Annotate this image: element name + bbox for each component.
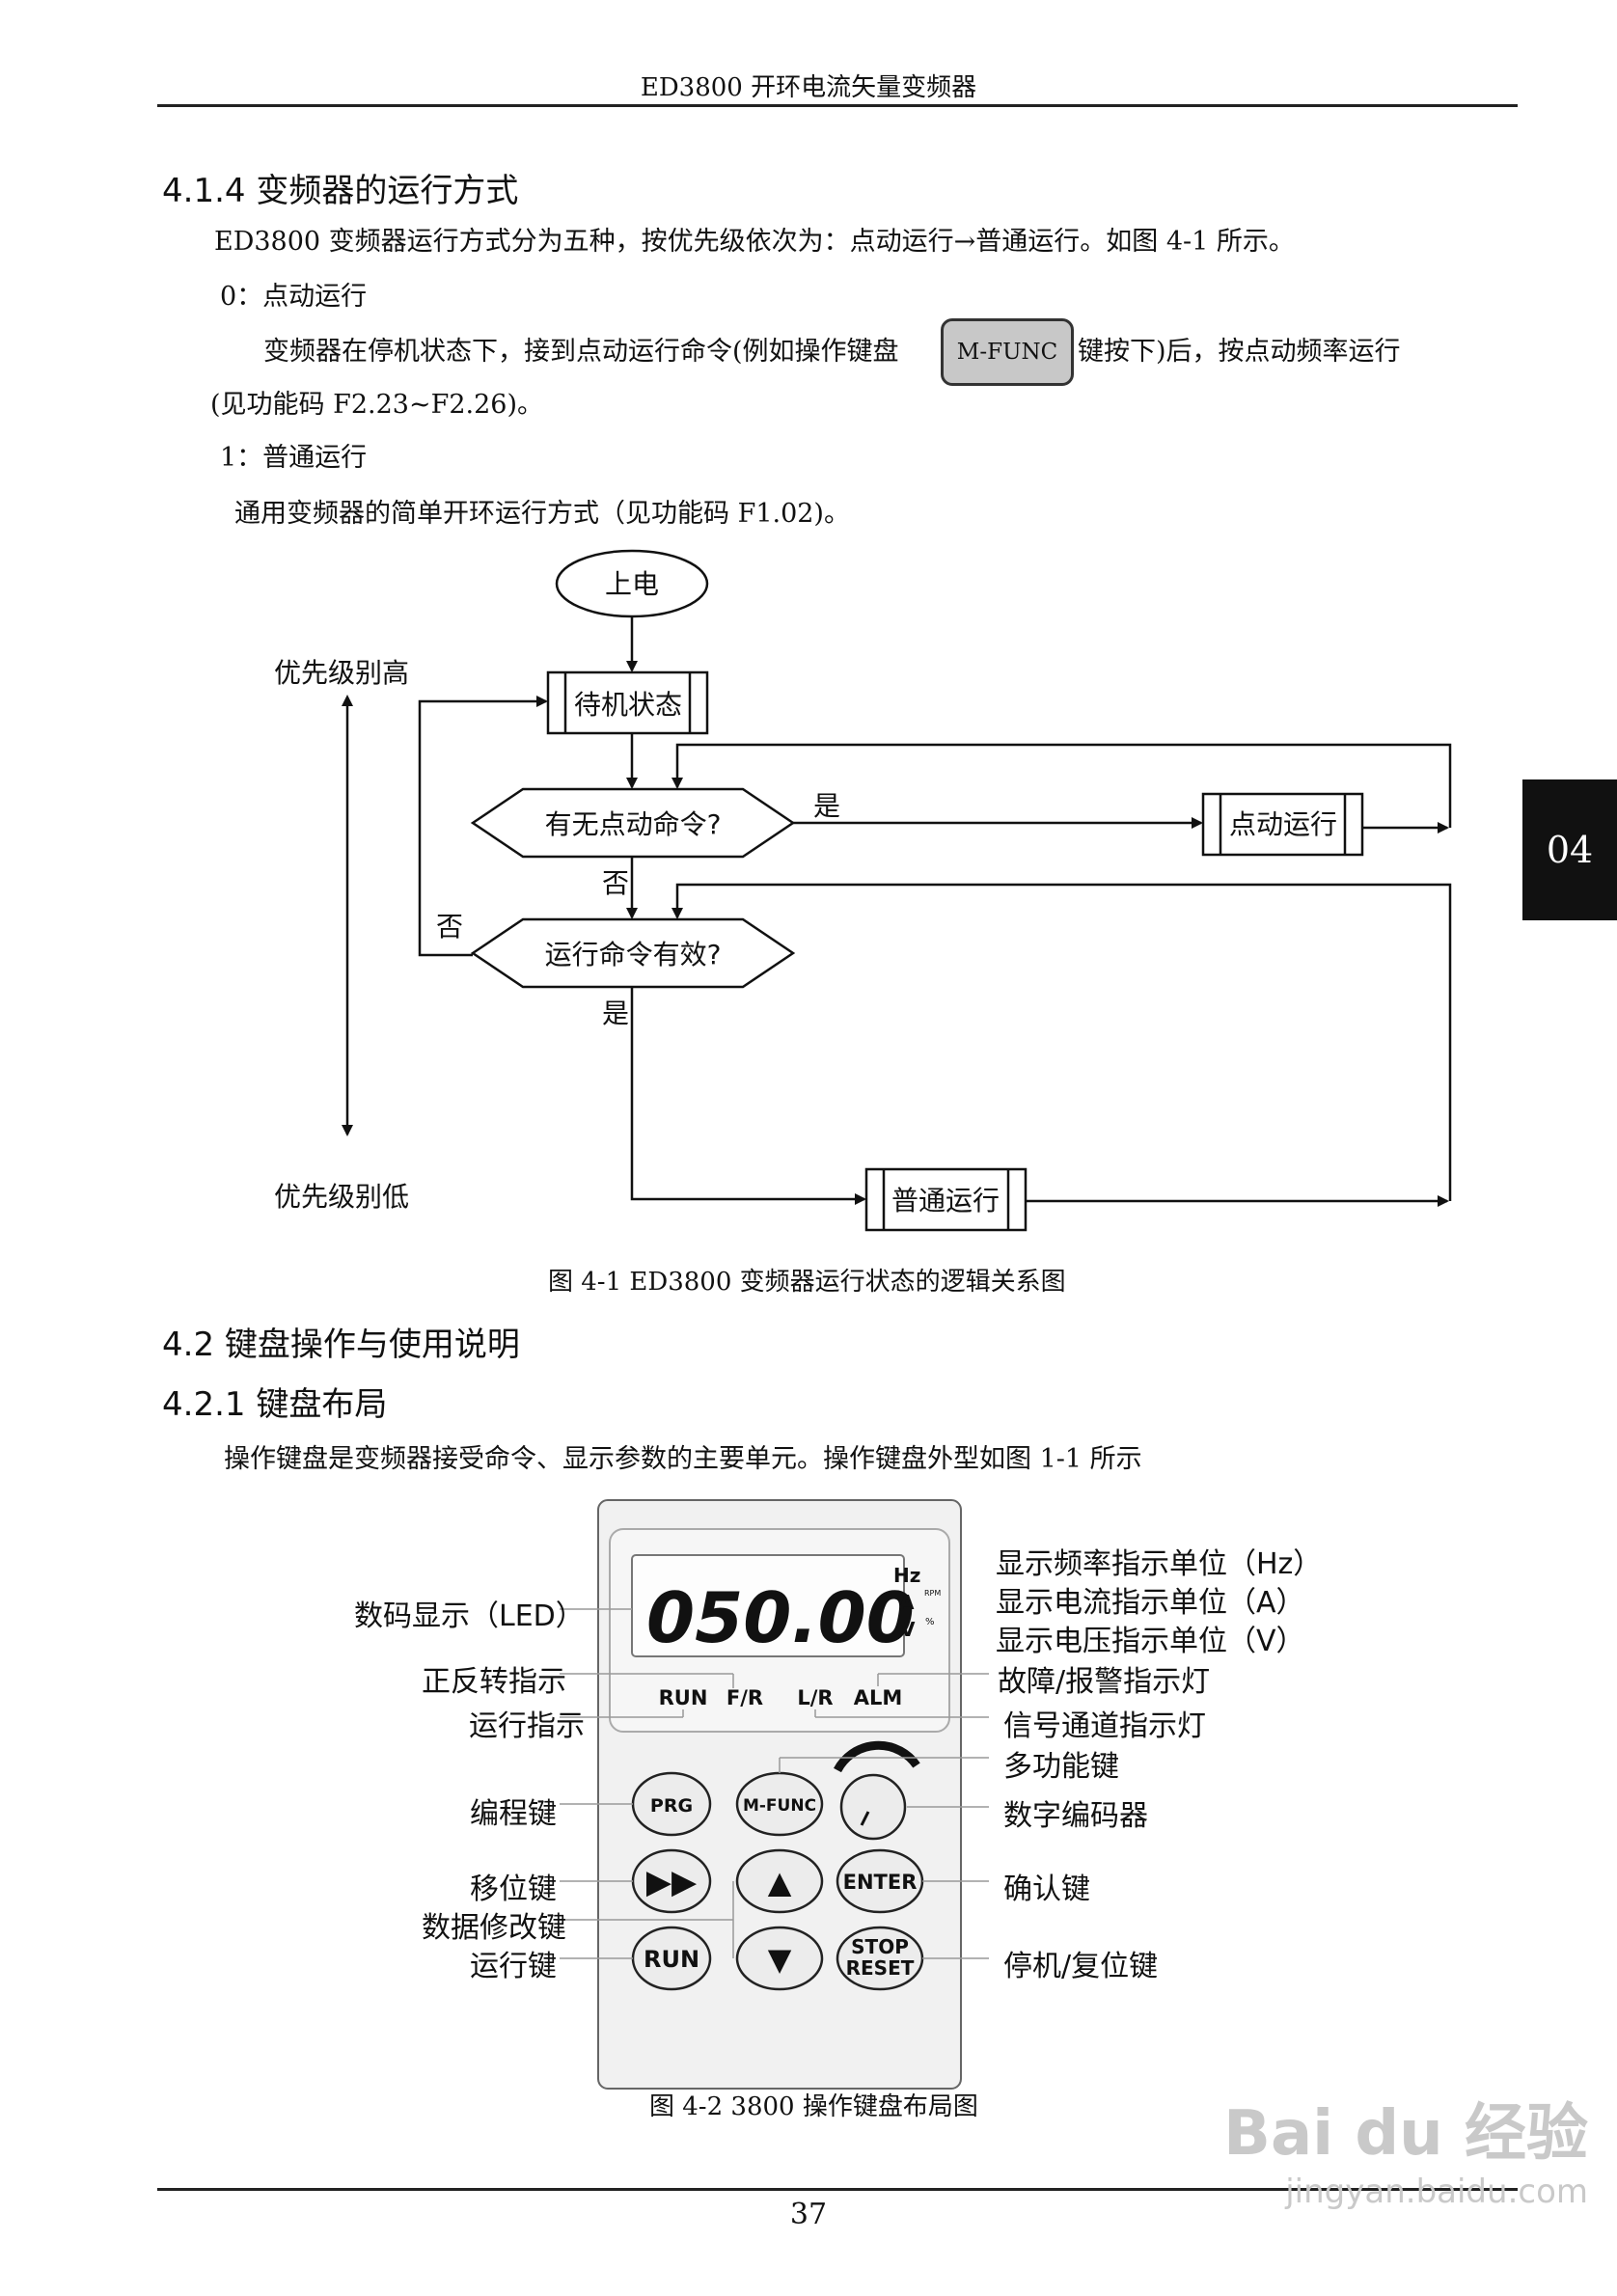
page-number: 37 [789, 2198, 828, 2231]
standby-node [546, 670, 709, 735]
mfunc-key-desc: 多功能键 [1003, 1750, 1119, 1784]
reset-key-label: RESET [846, 1956, 915, 1980]
normal-run-node [864, 1167, 1028, 1232]
fr-indicator: F/R [726, 1686, 763, 1709]
enter-key-label: ENTER [843, 1871, 918, 1894]
up-arrow-icon: ▲ [768, 1864, 792, 1900]
no-label-2: 否 [436, 911, 463, 943]
up-key[interactable] [735, 1848, 824, 1914]
prg-key-label: PRG [650, 1795, 693, 1817]
section-4-2-1-title: 4.2.1 键盘布局 [162, 1385, 388, 1424]
normal-run-label: 普通运行 [891, 1185, 1000, 1216]
prg-key-desc: 编程键 [470, 1797, 557, 1831]
mfunc-key-inline: M-FUNC [941, 318, 1074, 386]
encoder-arc [834, 1740, 920, 1773]
shift-key-desc: 移位键 [470, 1872, 557, 1906]
led-display-value: 050.00 [646, 1577, 915, 1658]
unit-pct-indicator: % [925, 1617, 935, 1627]
run-indicator: RUN [659, 1686, 708, 1709]
page-header-title: ED3800 开环电流矢量变频器 [640, 73, 977, 102]
lr-indicator: L/R [797, 1686, 833, 1709]
mode0-text-b: 键按下)后，按点动频率运行 [1078, 337, 1401, 367]
power-on-label: 上电 [605, 568, 659, 600]
led-display-label: 数码显示（LED） [354, 1599, 585, 1633]
mode0-title: 0：点动运行 [220, 282, 368, 312]
baidu-watermark-url: jingyan.baidu.com [1285, 2173, 1588, 2211]
mode0-text-a: 变频器在停机状态下，接到点动运行命令(例如操作键盘 [263, 337, 899, 367]
baidu-watermark-logo: Bai du 经验 [1223, 2098, 1588, 2170]
section-4-1-4-title: 4.1.4 变频器的运行方式 [162, 172, 519, 210]
alm-indicator: ALM [854, 1686, 903, 1709]
down-arrow-icon: ▼ [768, 1941, 792, 1978]
unit-v-indicator: V [900, 1618, 916, 1641]
unit-rpm-indicator: RPM [924, 1589, 941, 1598]
header-rule [157, 104, 1518, 107]
standby-label: 待机状态 [574, 689, 682, 721]
jog-run-label: 点动运行 [1229, 808, 1337, 840]
stop-key-label: STOP [851, 1935, 909, 1958]
priority-high-label: 优先级别高 [274, 657, 409, 689]
mode1-title: 1：普通运行 [220, 443, 368, 473]
jog-run-node [1201, 792, 1364, 857]
figure-4-2-caption: 图 4-2 3800 操作键盘布局图 [649, 2092, 978, 2121]
data-key-desc: 数据修改键 [422, 1911, 566, 1945]
encoder-knob[interactable] [839, 1773, 907, 1841]
alm-indicator-desc: 故障/报警指示灯 [998, 1665, 1211, 1699]
priority-low-label: 优先级别低 [274, 1181, 409, 1213]
lr-indicator-desc: 信号通道指示灯 [1003, 1709, 1206, 1743]
run-key-desc: 运行键 [470, 1950, 557, 1983]
led-window [631, 1554, 905, 1657]
footer-rule [157, 2188, 1518, 2191]
figure-4-1-caption: 图 4-1 ED3800 变频器运行状态的逻辑关系图 [548, 1268, 1066, 1297]
section-4-2-1-intro: 操作键盘是变频器接受命令、显示参数的主要单元。操作键盘外型如图 1-1 所示 [224, 1444, 1142, 1474]
down-key[interactable] [735, 1926, 824, 1991]
encoder-desc: 数字编码器 [1003, 1799, 1148, 1833]
flowchart-diagram: 上电 待机状态 有无点动命令? 点动运行 运行命令有效? 普通运行 是 否 否 … [274, 549, 1452, 1232]
unit-a-desc: 显示电流指示单位（A） [996, 1586, 1305, 1620]
jog-question-label: 有无点动命令? [545, 808, 722, 840]
unit-hz-indicator: Hz [893, 1564, 920, 1587]
run-indicator-label: 运行指示 [469, 1709, 585, 1743]
unit-hz-desc: 显示频率指示单位（Hz） [996, 1547, 1323, 1581]
enter-key-desc: 确认键 [1003, 1872, 1090, 1906]
chapter-tab: 04 [1522, 779, 1617, 920]
run-question-label: 运行命令有效? [545, 939, 722, 970]
mode1-text: 通用变频器的简单开环运行方式（见功能码 F1.02)。 [234, 499, 850, 529]
stop-reset-key-desc: 停机/复位键 [1003, 1950, 1159, 1983]
no-label-1: 否 [602, 867, 629, 899]
encoder-pointer [860, 1811, 870, 1826]
run-key-label: RUN [644, 1946, 699, 1973]
mode0-text-c: (见功能码 F2.23~F2.26)。 [210, 390, 543, 420]
unit-a-indicator: A [899, 1591, 915, 1614]
yes-label-1: 是 [813, 790, 840, 822]
yes-label-2: 是 [602, 998, 629, 1029]
mfunc-key-label: M-FUNC [743, 1796, 816, 1816]
shift-icon: ▶▶ [646, 1863, 698, 1901]
fr-indicator-label: 正反转指示 [422, 1665, 566, 1699]
section-4-2-title: 4.2 键盘操作与使用说明 [162, 1326, 520, 1364]
section-4-1-4-intro: ED3800 变频器运行方式分为五种，按优先级依次为：点动运行→普通运行。如图 … [214, 227, 1295, 257]
run-question-node [470, 917, 796, 989]
keypad-diagram: 050.00 Hz A V RPM % RUN F/R L/R ALM PRG … [560, 1499, 989, 2090]
unit-v-desc: 显示电压指示单位（V） [996, 1625, 1305, 1658]
